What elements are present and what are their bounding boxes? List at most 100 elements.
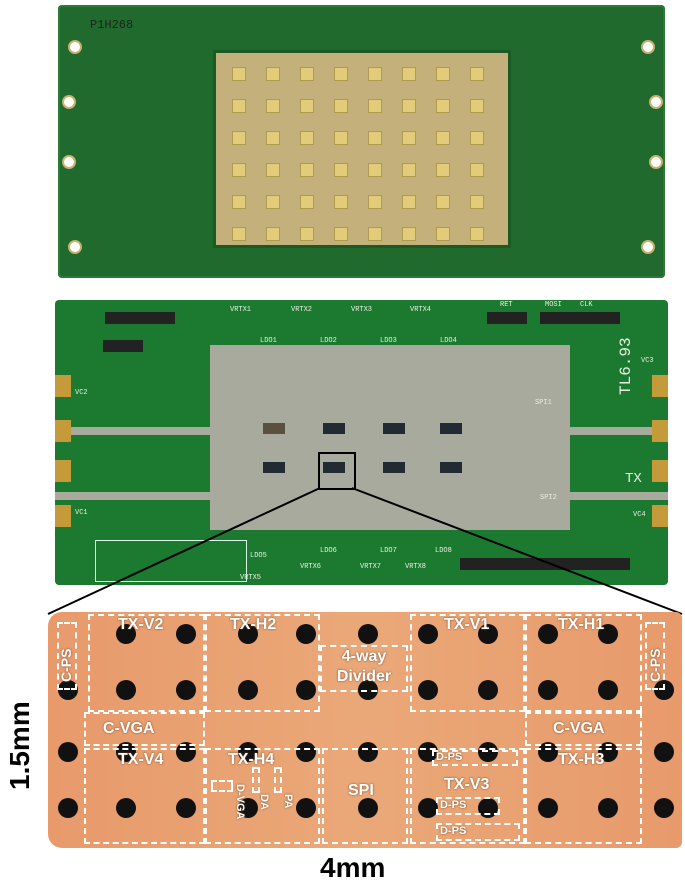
antenna-patch [470,131,484,145]
chip-package [440,462,462,473]
bump-pad [654,680,674,700]
edge-pad [55,505,71,527]
antenna-patch [232,195,246,209]
bump-pad [116,624,136,644]
silk-label: VRTX2 [291,306,313,314]
antenna-patch [266,227,280,241]
antenna-patch [334,99,348,113]
block-tx-v3 [410,748,525,844]
silk-label: VC3 [641,357,654,365]
label-tx-h1: TX-H1 [558,616,605,633]
bump-pad [116,680,136,700]
antenna-patch [402,99,416,113]
pin-header [105,312,175,324]
bump-pad [478,624,498,644]
edge-pad [652,375,668,397]
bump-pad [58,742,78,762]
rf-board-photo: TL6.93 TX VRTX1 VRTX2 VRTX3 VRTX4 VRTX5 … [55,300,668,585]
bump-pad [296,624,316,644]
silk-label: SPI1 [535,399,552,407]
zoom-region-marker [318,452,356,490]
block-tx-v4 [84,748,205,844]
block-dvga [211,780,233,792]
label-tx-v1: TX-V1 [444,616,490,633]
bump-pad [538,798,558,818]
block-tx-h4 [205,748,320,844]
antenna-patch [232,99,246,113]
antenna-patch [334,195,348,209]
rf-feed-network [210,345,570,530]
pin-header [487,312,527,324]
antenna-patch [470,163,484,177]
silk-label: LDO4 [440,337,457,345]
antenna-patch [402,227,416,241]
chip-package [383,423,405,434]
zoom-line-right [351,487,683,615]
antenna-patch [368,227,382,241]
mounting-hole [641,240,655,254]
rf-trace [570,492,668,500]
antenna-patch [266,67,280,81]
silk-label: LDO7 [380,547,397,555]
block-spi [322,748,408,844]
bump-pad [238,798,258,818]
antenna-patch [436,131,450,145]
bump-pad [598,624,618,644]
mounting-hole [68,240,82,254]
antenna-patch [402,131,416,145]
block-pa [274,767,282,793]
silk-label: VRTX7 [360,563,382,571]
antenna-patch [436,67,450,81]
rf-trace [55,492,210,500]
bump-pad [176,624,196,644]
bump-pad [478,742,498,762]
bump-pad [538,680,558,700]
antenna-patch [470,67,484,81]
mounting-hole [649,155,663,169]
label-tx-v3: TX-V3 [444,776,490,793]
silk-label: SPI2 [540,494,557,502]
pin-header [103,340,143,352]
zoom-line-left [47,487,321,615]
label-dps-1: D-PS [436,751,463,763]
antenna-patch [368,99,382,113]
antenna-patch [300,67,314,81]
bump-pad [116,798,136,818]
label-tx-h4: TX-H4 [228,751,275,768]
label-tx-h2: TX-H2 [230,616,277,633]
antenna-patch [300,131,314,145]
silk-label: LDO1 [260,337,277,345]
bump-pad [296,798,316,818]
chip-package [323,423,345,434]
edge-pad [55,420,71,442]
antenna-patch [436,195,450,209]
pin-header [460,558,630,570]
block-tx-v1 [410,614,525,712]
silk-label: VRTX5 [240,574,262,582]
antenna-patch [470,195,484,209]
bump-pad [538,742,558,762]
antenna-board-photo: P1H268 [58,5,665,278]
chip-die-photo: C-PS C-PS TX-V2 TX-H2 4-way Divider TX-V… [48,612,682,848]
antenna-patch [266,195,280,209]
chip-package [323,462,345,473]
block-cvga-left [84,712,205,746]
antenna-patch [402,195,416,209]
block-da [252,767,260,793]
silk-label: LDO3 [380,337,397,345]
antenna-patch [334,227,348,241]
bump-pad [358,798,378,818]
bump-pad [296,680,316,700]
bump-pad [654,742,674,762]
edge-pad [652,505,668,527]
label-dvga: D-VGA [234,784,246,820]
antenna-patch [334,131,348,145]
antenna-patch [232,163,246,177]
bump-pad [176,742,196,762]
label-dps-2: D-PS [440,799,467,811]
bump-pad [418,798,438,818]
block-tx-h1 [525,614,642,712]
block-tx-h3 [525,748,642,844]
block-cps-right [645,622,665,690]
